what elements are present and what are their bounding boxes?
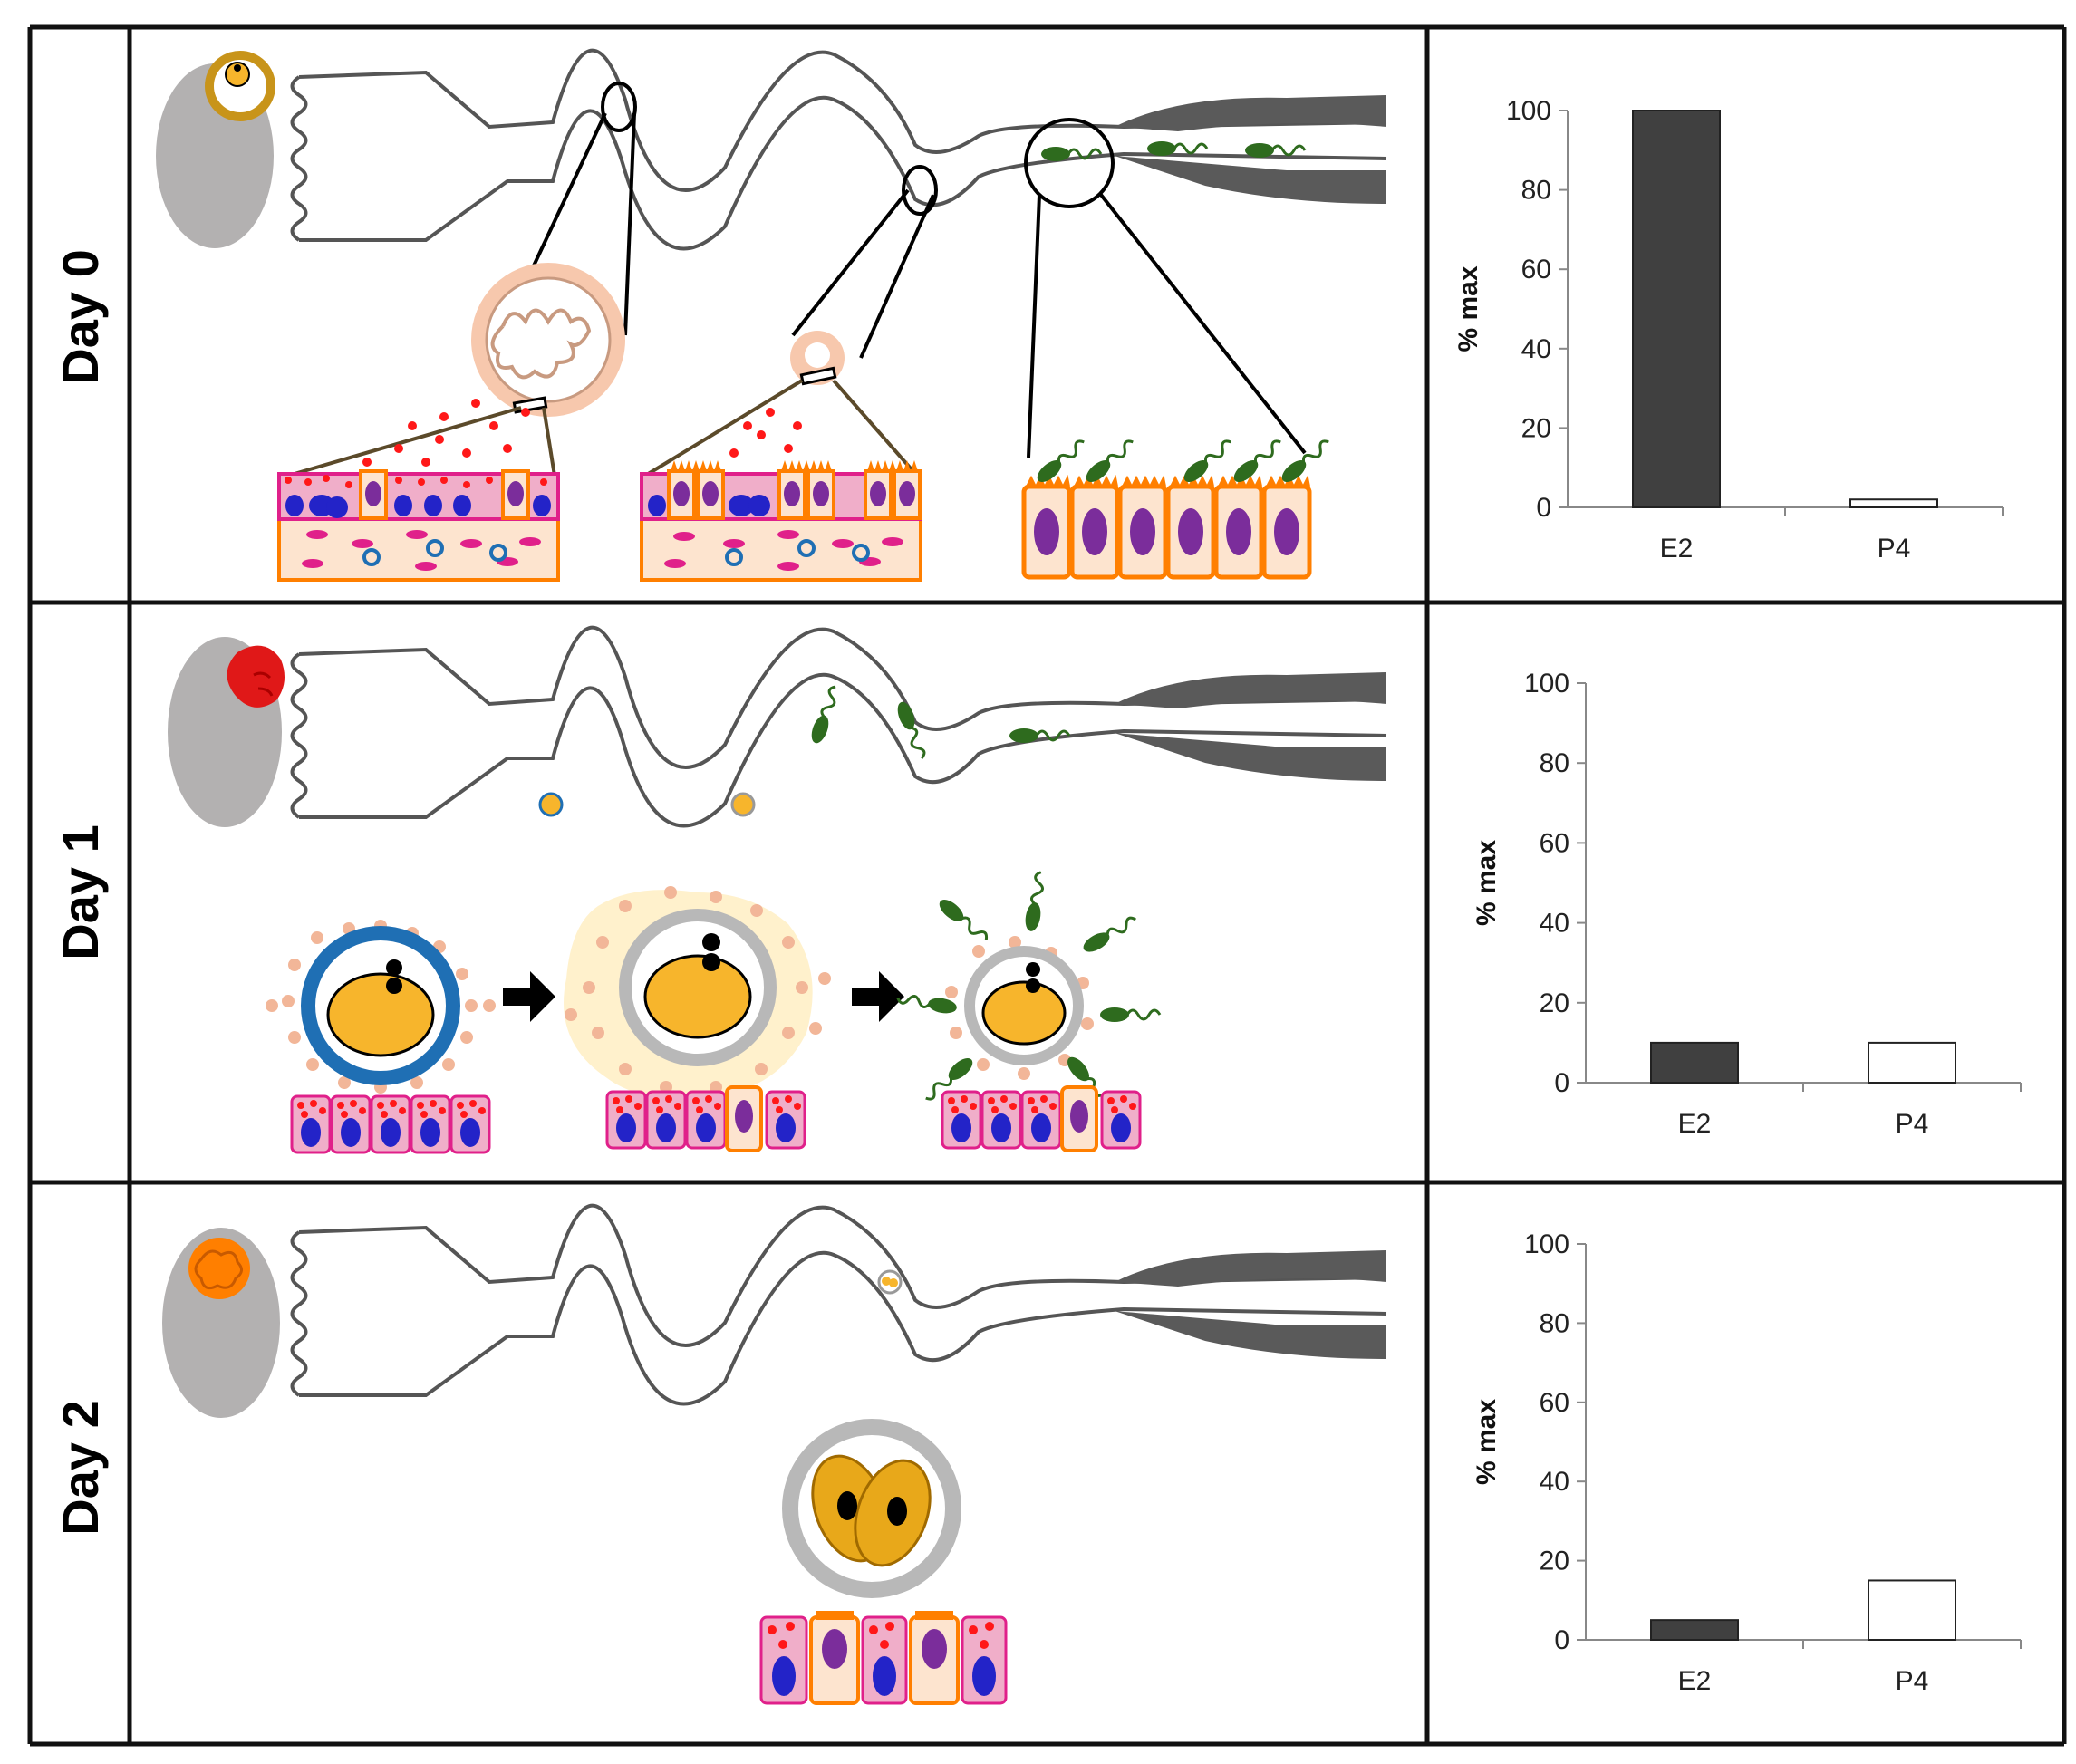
y-tick-label: 20	[1540, 1547, 1569, 1576]
isthmus-cross-section	[790, 331, 845, 386]
corpus-luteum	[188, 1238, 250, 1299]
secreted-granules-day0	[362, 399, 802, 467]
x-category-label: P4	[1878, 534, 1911, 564]
isthmus-epithelium	[640, 460, 922, 582]
cumulus-oocyte-complex-2	[564, 886, 831, 1099]
oocyte-in-transit	[538, 792, 756, 817]
bar-e2	[1650, 1041, 1739, 1084]
bar-p4	[1849, 498, 1938, 508]
y-tick-label: 0	[1536, 493, 1551, 523]
x-category-label: E2	[1678, 1666, 1712, 1696]
y-tick-label: 40	[1540, 1467, 1569, 1497]
two-cell-embryo	[782, 1419, 961, 1598]
y-tick-label: 40	[1540, 909, 1569, 939]
oviduct-day1	[290, 625, 1388, 828]
y-tick-label: 60	[1521, 255, 1551, 284]
y-tick-label: 20	[1540, 988, 1569, 1018]
y-tick-label: 80	[1521, 176, 1551, 206]
x-category-label: P4	[1896, 1666, 1929, 1696]
epithelium-day1-c	[941, 1085, 1142, 1152]
preovulatory-follicle	[205, 51, 275, 121]
epithelium-day2	[759, 1611, 1008, 1705]
zoom-lines-2	[287, 379, 919, 477]
y-axis-title: % max	[1472, 840, 1501, 926]
y-tick-label: 80	[1540, 748, 1569, 778]
y-axis-title: % max	[1472, 1399, 1501, 1485]
bar-e2	[1650, 1619, 1739, 1642]
x-category-label: E2	[1660, 534, 1694, 564]
y-tick-label: 60	[1540, 1388, 1569, 1418]
y-tick-label: 100	[1506, 96, 1551, 126]
epithelium-day1-a	[290, 1094, 491, 1154]
corpus-haemorrhagicum	[227, 645, 285, 708]
embryo-in-transit	[877, 1269, 903, 1295]
day0-illustration	[156, 48, 1388, 582]
day1-illustration	[168, 625, 1388, 1154]
bar-e2	[1632, 110, 1721, 508]
day-label-2: Day 2	[52, 1400, 109, 1535]
y-tick-label: 0	[1554, 1068, 1569, 1098]
arrow-right-icon	[503, 971, 555, 1022]
x-category-label: P4	[1896, 1109, 1929, 1139]
y-tick-label: 60	[1540, 828, 1569, 858]
y-axis-title: % max	[1453, 265, 1483, 352]
utj-epithelium-with-sperm	[1024, 435, 1335, 577]
y-tick-label: 100	[1524, 1229, 1569, 1259]
day-label-0: Day 0	[52, 249, 109, 384]
oviduct-day0	[290, 48, 1388, 251]
x-category-label: E2	[1678, 1109, 1712, 1139]
bar-p4	[1868, 1041, 1956, 1084]
y-tick-label: 40	[1521, 334, 1551, 364]
y-tick-label: 0	[1554, 1625, 1569, 1655]
y-tick-label: 100	[1524, 669, 1569, 699]
epithelium-day1-b	[605, 1085, 806, 1152]
fertilization-oocyte	[894, 869, 1162, 1110]
ampulla-cross-section	[471, 263, 625, 417]
oviduct-day2	[290, 1203, 1388, 1406]
sperm-bound-day1	[806, 682, 1071, 763]
ampulla-epithelium	[277, 469, 560, 582]
bar-p4	[1868, 1579, 1956, 1641]
y-tick-label: 80	[1540, 1308, 1569, 1338]
cumulus-oocyte-complex-1	[266, 920, 496, 1094]
y-tick-label: 20	[1521, 413, 1551, 443]
day-label-1: Day 1	[52, 824, 109, 959]
panel-grid	[27, 24, 2067, 1747]
zoom-lines	[506, 82, 1307, 458]
arrow-right-icon-2	[852, 971, 904, 1022]
day2-illustration	[162, 1203, 1388, 1705]
